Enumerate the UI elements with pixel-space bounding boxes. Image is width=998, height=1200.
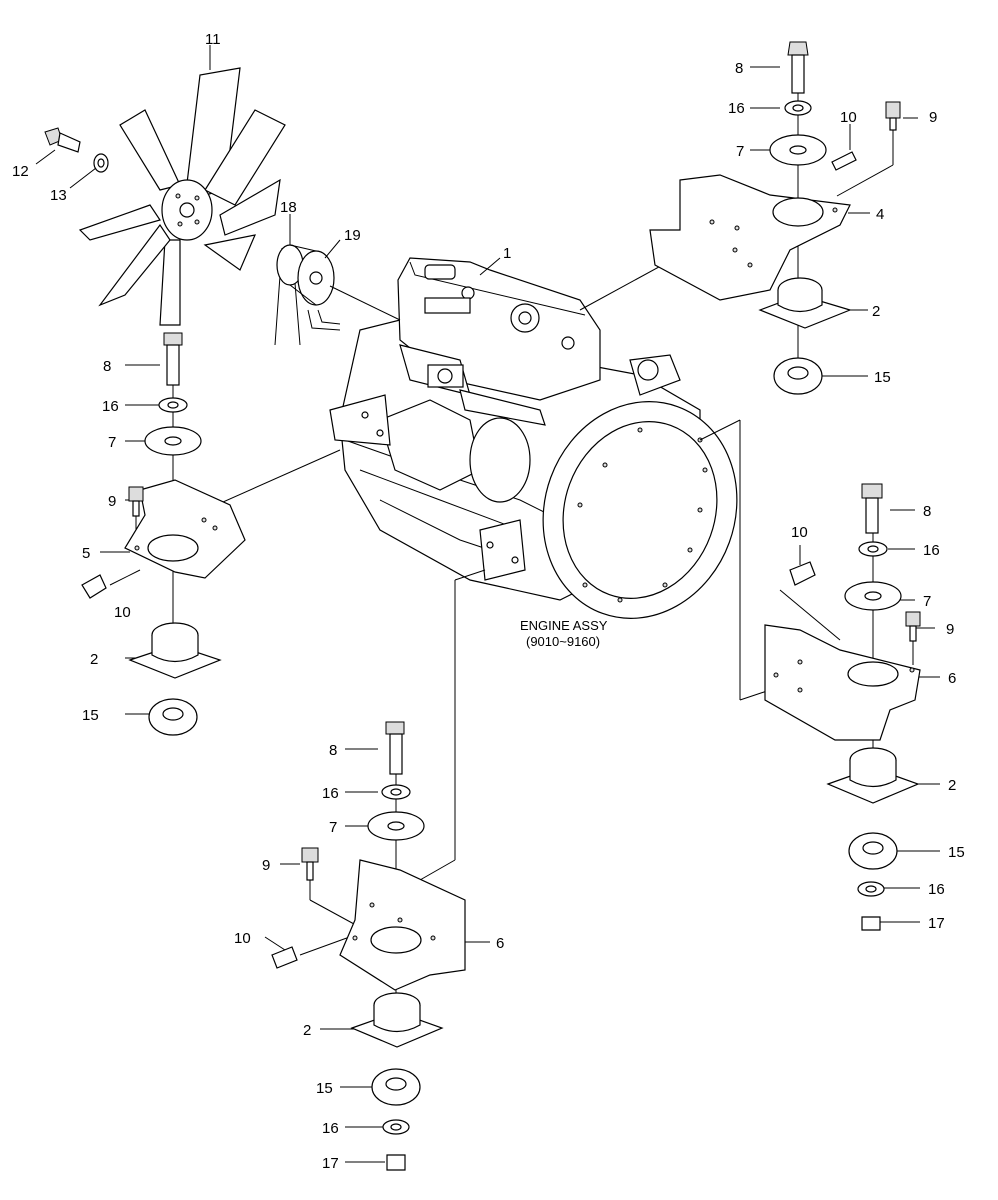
callout-15: 15	[82, 707, 99, 724]
callout-10: 10	[234, 930, 251, 947]
mount-bottom	[271, 721, 466, 1171]
callout-10: 10	[114, 604, 131, 621]
callout-15: 15	[948, 844, 965, 861]
callout-16: 16	[102, 398, 119, 415]
callout-6: 6	[948, 670, 956, 687]
callout-labels: 11 12 13 18 19 1 8 16 7 10 9 4 2 15 8 16…	[12, 31, 965, 1172]
callout-9: 9	[108, 493, 116, 510]
callout-6: 6	[496, 935, 504, 952]
callout-16: 16	[728, 100, 745, 117]
callout-18: 18	[280, 199, 297, 216]
callout-11: 11	[205, 31, 221, 48]
assembly-caption: ENGINE ASSY (9010~9160)	[520, 618, 608, 649]
callout-16: 16	[322, 785, 339, 802]
callout-13: 13	[50, 187, 67, 204]
callout-8: 8	[923, 503, 931, 520]
fan-bolt	[44, 127, 81, 153]
callout-9: 9	[946, 621, 954, 638]
mount-right-top	[649, 41, 901, 395]
caption-line-1: ENGINE ASSY	[520, 618, 608, 633]
callout-7: 7	[108, 434, 116, 451]
callout-2: 2	[948, 777, 956, 794]
callout-16: 16	[322, 1120, 339, 1137]
callout-10: 10	[791, 524, 808, 541]
mount-left	[81, 332, 246, 736]
callout-16: 16	[928, 881, 945, 898]
mount-right-lower	[764, 483, 921, 931]
callout-4: 4	[876, 206, 884, 223]
callout-7: 7	[923, 593, 931, 610]
callout-2: 2	[872, 303, 880, 320]
callout-16: 16	[923, 542, 940, 559]
callout-10: 10	[840, 109, 857, 126]
callout-8: 8	[735, 60, 743, 77]
callout-17: 17	[928, 915, 945, 932]
cooling-fan	[78, 67, 286, 326]
callout-5: 5	[82, 545, 90, 562]
callout-9: 9	[262, 857, 270, 874]
callout-7: 7	[329, 819, 337, 836]
callout-15: 15	[316, 1080, 333, 1097]
caption-line-2: (9010~9160)	[526, 634, 600, 649]
callout-1: 1	[503, 245, 511, 262]
callout-8: 8	[103, 358, 111, 375]
callout-12: 12	[12, 163, 29, 180]
leader-lines	[35, 45, 940, 1163]
callout-2: 2	[90, 651, 98, 668]
callout-9: 9	[929, 109, 937, 126]
callout-7: 7	[736, 143, 744, 160]
engine-assembly	[329, 257, 738, 619]
pulley	[276, 244, 335, 306]
callout-19: 19	[344, 227, 361, 244]
callout-8: 8	[329, 742, 337, 759]
callout-2: 2	[303, 1022, 311, 1039]
fan-washer	[93, 153, 109, 173]
callout-17: 17	[322, 1155, 339, 1172]
callout-15: 15	[874, 369, 891, 386]
